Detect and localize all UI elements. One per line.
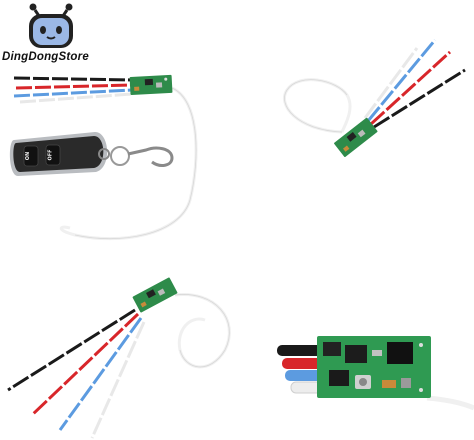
product-photo-pcb-closeup bbox=[237, 250, 474, 440]
product-photo-module-with-remote: DingDongStore ON OFF bbox=[0, 0, 237, 250]
photo-module-with-remote bbox=[9, 74, 198, 241]
remote-off-label: OFF bbox=[47, 149, 54, 161]
brand-name: DingDongStore bbox=[2, 51, 89, 63]
photo-module-wires bbox=[7, 277, 231, 439]
remote-on-label: ON bbox=[25, 151, 32, 161]
product-photo-module-wires bbox=[0, 250, 237, 440]
remote-control bbox=[9, 132, 174, 176]
product-photo-module-angled bbox=[237, 0, 474, 250]
robot-face-icon bbox=[29, 3, 73, 48]
photo-pcb-closeup bbox=[277, 336, 474, 411]
photo-module-angled bbox=[283, 39, 466, 158]
